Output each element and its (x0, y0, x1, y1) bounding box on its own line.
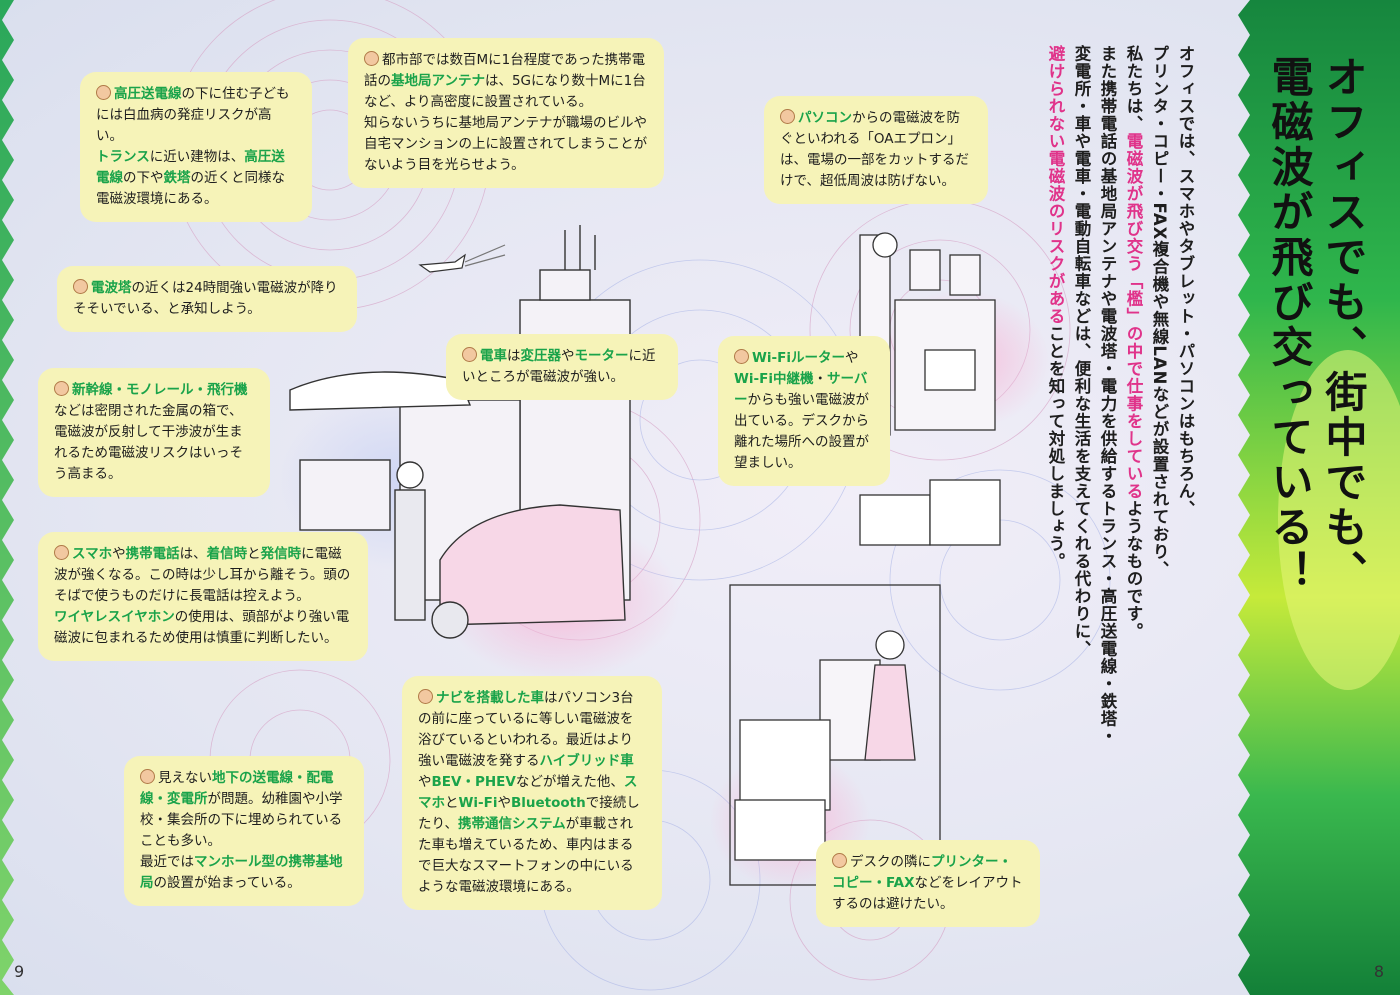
headline-line-1: オフィスでも、街中でも、 (1319, 55, 1368, 595)
bubble-underground: 見えない地下の送電線・配電線・変電所が問題。幼稚園や小学校・集会所の下に埋められ… (124, 756, 364, 906)
bubble-wifi: Wi-FiルーターやWi-Fi中継機・サーバーからも強い電磁波が出ている。デスク… (718, 336, 890, 486)
headline-line-2: 電磁波が飛び交っている！ (1265, 55, 1314, 595)
bubble-smartphone: スマホや携帯電話は、着信時と発信時に電磁波が強くなる。この時は少し耳から離そう。… (38, 532, 368, 661)
person-face-icon (462, 347, 477, 362)
bubble-train: 電車は変圧器やモーターに近いところが電磁波が強い。 (446, 334, 678, 400)
left-zigzag-edge (0, 0, 14, 995)
person-face-icon (96, 85, 111, 100)
person-face-icon (418, 689, 433, 704)
person-face-icon (780, 109, 795, 124)
person-face-icon (734, 349, 749, 364)
bubble-pc: パソコンからの電磁波を防ぐといわれる「OAエプロン」は、電場の一部をカットするだ… (764, 96, 988, 204)
bubble-base-station: 都市部では数百Mに1台程度であった携帯電話の基地局アンテナは、5Gになり数十Mに… (348, 38, 664, 188)
page-headline: オフィスでも、街中でも、 電磁波が飛び交っている！ (1262, 55, 1370, 595)
page-number-left: 9 (14, 962, 25, 981)
bubble-radio-tower: 電波塔の近くは24時間強い電磁波が降りそそいでいる、と承知しよう。 (57, 266, 357, 332)
bubble-car: ナビを搭載した車はパソコン3台の前に座っているに等しい電磁波を浴びているといわれ… (402, 676, 662, 910)
bubble-shinkansen: 新幹線・モノレール・飛行機などは密閉された金属の箱で、電磁波が反射して干渉波が生… (38, 368, 270, 497)
person-face-icon (54, 381, 69, 396)
intro-line-6: 避けられない電磁波のリスクがあることを知って対処しましょう。 (1046, 45, 1065, 570)
bubble-powerline: 高圧送電線の下に住む子どもには白血病の発症リスクが高い。 トランスに近い建物は、… (80, 72, 312, 222)
person-face-icon (54, 545, 69, 560)
intro-line-2: プリンタ・コピー・FAX複合機や無線LANなどが設置されており、 (1150, 45, 1169, 578)
person-face-icon (140, 769, 155, 784)
intro-text: オフィスでは、スマホやタブレット・パソコンはもちろん、 プリンタ・コピー・FAX… (1042, 45, 1198, 815)
person-face-icon (364, 51, 379, 66)
intro-line-3: 私たちは、電磁波が飛び交う「檻」の中で仕事をしているようなものです。 (1124, 45, 1143, 640)
headline-green-panel (1238, 0, 1400, 995)
person-face-icon (832, 853, 847, 868)
intro-line-4: また携帯電話の基地局アンテナや電波塔・電力を供給するトランス・高圧送電線・鉄塔・ (1098, 45, 1117, 745)
intro-line-5: 変電所・車や電車・電動自転車などは、便利な生活を支えてくれる代わりに、 (1072, 45, 1091, 658)
intro-line-1: オフィスでは、スマホやタブレット・パソコンはもちろん、 (1176, 45, 1195, 518)
bubble-printer: デスクの隣にプリンター・コピー・FAXなどをレイアウトするのは避けたい。 (816, 840, 1040, 927)
page-number-right: 8 (1373, 962, 1384, 981)
person-face-icon (73, 279, 88, 294)
